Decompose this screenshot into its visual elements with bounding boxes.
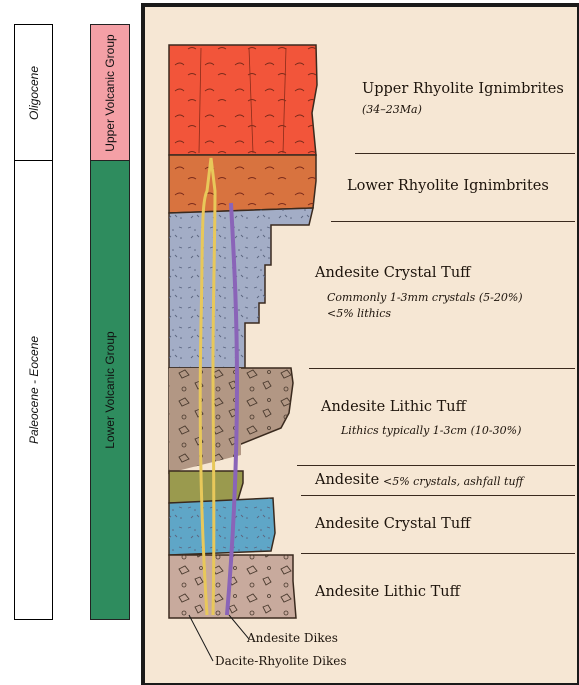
epoch-label-oligocene: Oligocene (27, 65, 41, 119)
unit-note-lithic-size: Lithics typically 1-3cm (10-30%) (341, 424, 521, 437)
group-box-lower-volcanic: Lower Volcanic Group (90, 160, 130, 620)
unit-note-andesite-ashfall: <5% crystals, ashfall tuff (383, 475, 523, 488)
unit-note-lithic-content: <5% lithics (327, 307, 391, 320)
unit-note-crystal-content: Commonly 1-3mm crystals (5-20%) (327, 291, 523, 304)
group-label-lower-volcanic: Lower Volcanic Group (103, 331, 117, 448)
divider-line (301, 553, 575, 554)
unit-label-lower-rhyolite-ignimbrites: Lower Rhyolite Ignimbrites (347, 178, 549, 194)
unit-label-andesite-crystal-tuff-upper: Andesite Crystal Tuff (315, 265, 470, 281)
layer-andesite-ashfall (169, 471, 243, 503)
unit-label-andesite-crystal-tuff-lower: Andesite Crystal Tuff (315, 516, 470, 532)
stratigraphic-column-panel: Upper Rhyolite Ignimbrites (34–23Ma) Low… (141, 3, 579, 685)
unit-label-andesite-lithic-tuff-lower: Andesite Lithic Tuff (315, 584, 460, 600)
epoch-box-paleocene-eocene: Paleocene - Eocene (14, 160, 53, 620)
divider-line (331, 221, 575, 222)
unit-label-upper-rhyolite-ignimbrites: Upper Rhyolite Ignimbrites (362, 81, 564, 97)
divider-line (297, 465, 575, 466)
dike-label-andesite: Andesite Dikes (247, 631, 338, 645)
divider-line (355, 153, 575, 154)
divider-line (309, 368, 575, 369)
unit-label-andesite-lithic-tuff-upper: Andesite Lithic Tuff (321, 399, 466, 415)
divider-line (301, 495, 575, 496)
unit-label-andesite: Andesite (315, 472, 379, 488)
epoch-label-paleocene-eocene: Paleocene - Eocene (27, 336, 41, 444)
stratigraphic-column-drawing (141, 3, 579, 685)
group-label-upper-volcanic: Upper Volcanic Group (103, 34, 117, 151)
group-box-upper-volcanic: Upper Volcanic Group (90, 24, 130, 161)
unit-note-upper-rhyolite-age: (34–23Ma) (362, 103, 422, 116)
dike-label-dacite-rhyolite: Dacite-Rhyolite Dikes (215, 654, 346, 668)
epoch-box-oligocene: Oligocene (14, 24, 53, 161)
